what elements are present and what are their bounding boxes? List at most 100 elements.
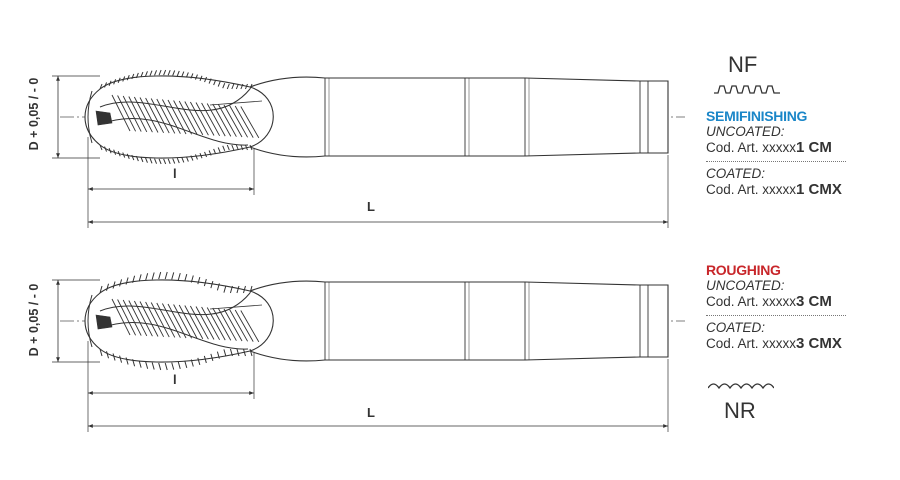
serration-tooth <box>197 277 201 285</box>
flute-hatch <box>190 101 209 136</box>
nose-edge <box>87 294 93 348</box>
nose-detail <box>95 110 113 126</box>
serration-tooth <box>185 156 189 162</box>
serration-tooth <box>249 348 253 357</box>
serration-tooth <box>119 355 123 363</box>
serration-tooth <box>235 144 239 151</box>
serration-tooth <box>122 76 126 82</box>
serration-tooth <box>213 148 217 155</box>
serration-tooth <box>158 271 162 280</box>
serration-tooth <box>244 83 248 90</box>
serration-tooth <box>104 82 108 88</box>
serration-tooth <box>171 272 175 280</box>
flute-hatch <box>184 305 204 340</box>
serration-tooth <box>242 285 246 294</box>
serration-tooth <box>158 158 162 165</box>
serration-tooth <box>231 83 235 90</box>
serration-tooth <box>249 83 253 90</box>
serration-tooth <box>108 80 112 87</box>
serration-tooth <box>151 362 155 370</box>
serration-tooth <box>217 147 221 153</box>
serration-tooth <box>190 155 194 161</box>
flute-hatch <box>190 305 209 340</box>
serration-tooth <box>229 285 233 294</box>
serration-tooth <box>177 361 181 370</box>
serration-tooth <box>125 357 129 365</box>
uncoated-label: UNCOATED: <box>706 124 785 139</box>
serration-tooth <box>154 70 158 76</box>
serration-tooth <box>149 158 153 164</box>
tool-drawing-semifinishing <box>52 69 685 228</box>
flute-hatch <box>223 308 243 342</box>
serration-tooth <box>138 274 142 282</box>
flute-hatch <box>117 299 137 336</box>
tool-shank <box>249 76 669 158</box>
serration-tooth <box>223 349 227 357</box>
separator <box>706 161 846 162</box>
serration-tooth <box>126 74 130 81</box>
flute-hatch <box>229 105 248 138</box>
serration-tooth <box>204 151 208 158</box>
flute-hatch <box>178 304 198 339</box>
serration-tooth <box>226 83 230 90</box>
profile-mark-nr: NR <box>724 398 756 423</box>
serration-tooth <box>132 275 136 283</box>
flute-hatch <box>218 104 237 137</box>
serration-tooth <box>131 73 135 80</box>
serration-tooth <box>125 277 129 285</box>
serration-tooth <box>217 81 221 87</box>
serration-tooth <box>108 147 112 154</box>
coated-label: COATED: <box>706 320 766 335</box>
serration-tooth <box>240 144 244 151</box>
serration-tooth <box>194 74 198 80</box>
serration-tooth <box>106 351 110 359</box>
serration-tooth <box>197 357 201 365</box>
serration-tooth <box>222 145 226 151</box>
serration-tooth <box>194 154 198 160</box>
serration-tooth <box>119 279 123 287</box>
flute-edge <box>209 100 263 106</box>
flute-edge <box>99 292 251 316</box>
serration-tooth <box>135 155 139 162</box>
serration-tooth <box>117 77 121 84</box>
tool-shank <box>249 280 669 362</box>
serration-tooth <box>117 150 121 157</box>
coated-code: Cod. Art. xxxxx1 CMX <box>706 181 842 198</box>
flute-hatch <box>167 303 187 339</box>
serration-tooth <box>213 79 217 86</box>
category-semifinishing: SEMIFINISHING <box>706 108 808 124</box>
flute-hatch <box>156 98 176 134</box>
serration-tooth <box>210 353 214 362</box>
uncoated-label: UNCOATED: <box>706 278 785 293</box>
serration-tooth <box>184 360 188 368</box>
serration-tooth <box>126 153 130 160</box>
serration-tooth <box>99 285 103 294</box>
serration-tooth <box>158 362 162 371</box>
serration-tooth <box>181 71 185 77</box>
serration-tooth <box>242 348 246 357</box>
serration-tooth <box>145 361 149 369</box>
serration-tooth <box>229 348 233 357</box>
serration-tooth <box>144 157 148 163</box>
serration-tooth <box>249 285 253 294</box>
flute-hatch <box>111 298 131 336</box>
serration-tooth <box>113 79 117 85</box>
category-roughing: ROUGHING <box>706 262 781 278</box>
serration-tooth <box>149 70 153 76</box>
serration-tooth <box>222 83 226 89</box>
serration-tooth <box>112 281 116 289</box>
flute-hatch <box>195 102 215 136</box>
flute-hatch <box>206 103 226 137</box>
uncoated-code: Cod. Art. xxxxx1 CM <box>706 139 832 156</box>
flute-hatch <box>234 309 254 342</box>
serration-tooth <box>104 146 108 152</box>
serration-tooth <box>208 150 212 156</box>
nose-edge <box>87 90 93 144</box>
total-length-label-nr: L <box>367 405 375 420</box>
serration-tooth <box>163 69 167 76</box>
profile-mark-nf: NF <box>728 52 758 77</box>
cutting-head <box>84 75 274 159</box>
serration-tooth <box>203 278 207 287</box>
serration-tooth <box>106 283 110 291</box>
serration-tooth <box>231 144 235 151</box>
